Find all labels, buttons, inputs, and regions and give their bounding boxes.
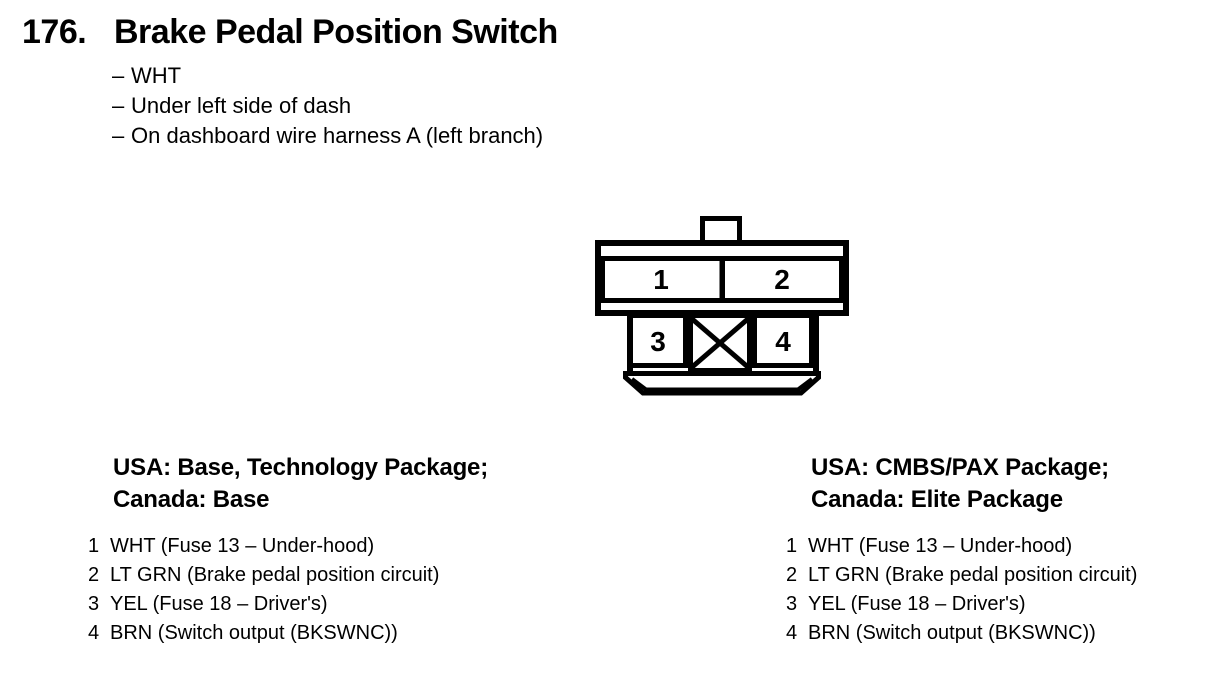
pin-description: YEL (Fuse 18 – Driver's) xyxy=(808,593,1026,615)
variant-heading-line1: USA: Base, Technology Package; xyxy=(113,454,489,481)
pin-number: 3 xyxy=(88,593,100,615)
pin-description: BRN (Switch output (BKSWNC)) xyxy=(110,622,398,644)
bullet-item: – On dashboard wire harness A (left bran… xyxy=(112,121,543,151)
bullet-text: Under left side of dash xyxy=(131,93,352,118)
pin-list: 1 WHT (Fuse 13 – Under-hood) 2 LT GRN (B… xyxy=(88,532,518,648)
connector-cavity-2 xyxy=(720,256,844,303)
connector-cavity-1 xyxy=(600,256,725,303)
pin-description: YEL (Fuse 18 – Driver's) xyxy=(110,593,328,615)
pin-row: 4 BRN (Switch output (BKSWNC)) xyxy=(786,619,1216,648)
pin-number: 1 xyxy=(88,535,100,557)
pin-number: 3 xyxy=(786,593,798,615)
pin-number: 4 xyxy=(88,622,100,644)
cavity-label-2: 2 xyxy=(774,264,790,295)
connector-cavity-3 xyxy=(628,313,688,368)
bullet-item: – WHT xyxy=(112,61,543,91)
pin-description: LT GRN (Brake pedal position circuit) xyxy=(808,564,1138,586)
pin-description: WHT (Fuse 13 – Under-hood) xyxy=(808,535,1073,557)
variant-heading-line2: Canada: Base xyxy=(113,486,270,513)
pin-description: LT GRN (Brake pedal position circuit) xyxy=(110,564,440,586)
pin-row: 4 BRN (Switch output (BKSWNC)) xyxy=(88,619,518,648)
variant-usa-cmbs-pax: USA: CMBS/PAX Package; Canada: Elite Pac… xyxy=(786,452,1216,648)
bullet-text: On dashboard wire harness A (left branch… xyxy=(131,123,544,148)
connector-bottom-rail-inner-line xyxy=(630,377,814,392)
cavity-label-3: 3 xyxy=(650,326,666,357)
cavity-label-1: 1 xyxy=(653,264,669,295)
pin-description: WHT (Fuse 13 – Under-hood) xyxy=(110,535,375,557)
pin-number: 2 xyxy=(786,564,798,586)
connector-diagram: 1 2 3 4 xyxy=(595,216,849,396)
bullet-dash: – xyxy=(112,93,125,118)
variant-heading-line1: USA: CMBS/PAX Package; xyxy=(811,454,1109,481)
variant-usa-base: USA: Base, Technology Package; Canada: B… xyxy=(88,452,518,648)
pin-number: 4 xyxy=(786,622,798,644)
pin-list: 1 WHT (Fuse 13 – Under-hood) 2 LT GRN (B… xyxy=(786,532,1216,648)
pin-row: 2 LT GRN (Brake pedal position circuit) xyxy=(88,561,518,590)
pin-row: 3 YEL (Fuse 18 – Driver's) xyxy=(88,590,518,619)
pin-number: 1 xyxy=(786,535,798,557)
bullet-dash: – xyxy=(112,63,125,88)
pin-row: 1 WHT (Fuse 13 – Under-hood) xyxy=(88,532,518,561)
cavity-label-4: 4 xyxy=(775,326,791,357)
pin-row: 1 WHT (Fuse 13 – Under-hood) xyxy=(786,532,1216,561)
bullet-dash: – xyxy=(112,123,125,148)
bullet-list: – WHT – Under left side of dash – On das… xyxy=(112,61,543,151)
pin-row: 3 YEL (Fuse 18 – Driver's) xyxy=(786,590,1216,619)
variant-heading: USA: Base, Technology Package; Canada: B… xyxy=(113,452,518,516)
page-title: Brake Pedal Position Switch xyxy=(114,13,558,51)
variant-heading: USA: CMBS/PAX Package; Canada: Elite Pac… xyxy=(811,452,1216,516)
bullet-item: – Under left side of dash xyxy=(112,91,543,121)
pin-description: BRN (Switch output (BKSWNC)) xyxy=(808,622,1096,644)
pin-number: 2 xyxy=(88,564,100,586)
pin-row: 2 LT GRN (Brake pedal position circuit) xyxy=(786,561,1216,590)
variant-heading-line2: Canada: Elite Package xyxy=(811,486,1063,513)
connector-cavity-4 xyxy=(752,313,814,368)
section-number: 176. xyxy=(22,13,87,51)
blocked-cavity-x-line-2 xyxy=(689,316,751,370)
bullet-text: WHT xyxy=(131,63,182,88)
